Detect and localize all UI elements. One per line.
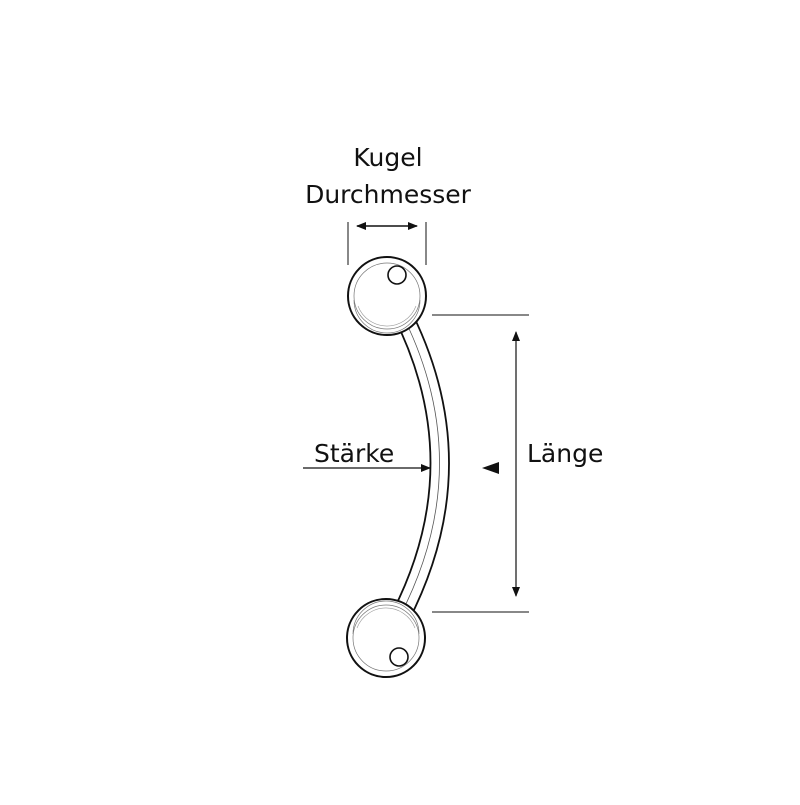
ball-label-line1: Kugel <box>353 143 423 172</box>
ball-label-line2: Durchmesser <box>305 180 471 209</box>
top-ball <box>347 256 427 336</box>
length-label: Länge <box>527 439 604 468</box>
bottom-ball <box>346 598 426 678</box>
thickness-label: Stärke <box>314 439 395 468</box>
thickness-dimension <box>303 462 499 474</box>
thickness-arrowhead-right <box>482 462 499 474</box>
ball-diameter-dimension <box>347 222 427 265</box>
top-ball-highlight <box>387 265 407 285</box>
curved-bar <box>392 304 450 623</box>
bottom-ball-highlight <box>389 647 409 667</box>
length-dimension <box>432 314 529 613</box>
